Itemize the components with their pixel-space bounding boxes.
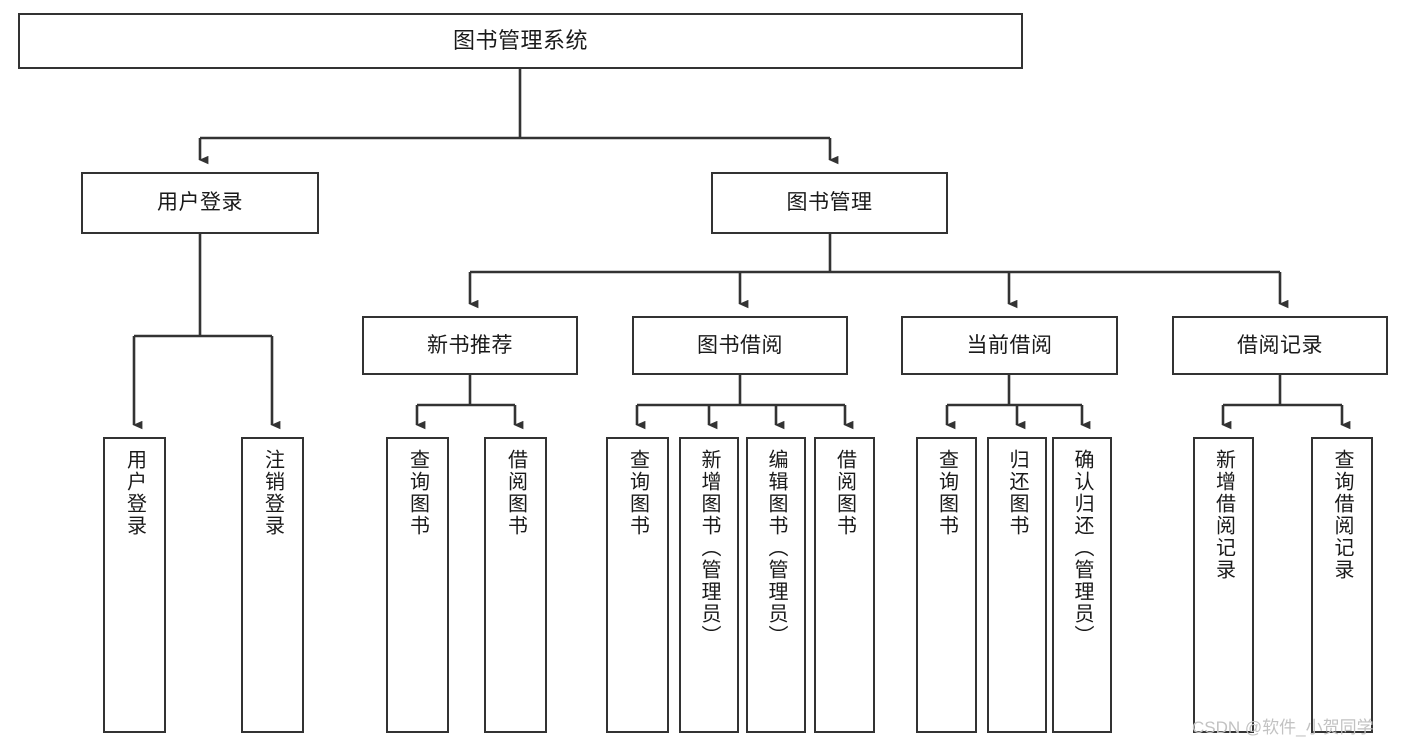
node-leaf-borrow-book-2[interactable]: 借阅图书 [814,437,875,733]
node-current-borrow[interactable]: 当前借阅 [901,316,1118,375]
node-leaf-query-book-1[interactable]: 查询图书 [386,437,449,733]
node-root-label: 图书管理系统 [452,27,588,53]
node-leaf-logout-label: 注销登录 [261,449,284,537]
node-leaf-confirm-return-label: 确认归还（管理员） [1071,449,1093,647]
node-book-borrow-label: 图书借阅 [697,333,783,357]
node-new-book-recommend-label: 新书推荐 [427,333,513,357]
node-leaf-query-book-3-label: 查询图书 [935,449,958,537]
node-book-manage-label: 图书管理 [786,191,873,215]
node-leaf-logout[interactable]: 注销登录 [241,437,304,733]
node-leaf-user-login[interactable]: 用户登录 [103,437,166,733]
node-book-manage[interactable]: 图书管理 [711,172,948,234]
node-leaf-borrow-book-1[interactable]: 借阅图书 [484,437,547,733]
watermark-text: CSDN @软件_小贺同学 [1192,718,1374,737]
node-leaf-add-book-label: 新增图书（管理员） [698,449,720,647]
node-leaf-borrow-book-2-label: 借阅图书 [833,449,856,537]
node-leaf-add-record-label: 新增借阅记录 [1212,449,1235,581]
node-current-borrow-label: 当前借阅 [966,333,1053,357]
node-leaf-add-record[interactable]: 新增借阅记录 [1193,437,1254,733]
node-leaf-borrow-book-1-label: 借阅图书 [504,449,527,537]
node-borrow-record-label: 借阅记录 [1237,333,1323,357]
node-leaf-query-book-2[interactable]: 查询图书 [606,437,669,733]
node-leaf-query-record-label: 查询借阅记录 [1331,449,1353,581]
node-new-book-recommend[interactable]: 新书推荐 [362,316,578,375]
node-book-borrow[interactable]: 图书借阅 [632,316,848,375]
node-leaf-edit-book[interactable]: 编辑图书（管理员） [746,437,806,733]
node-leaf-return-book[interactable]: 归还图书 [987,437,1047,733]
node-leaf-edit-book-label: 编辑图书（管理员） [765,449,787,647]
node-user-login[interactable]: 用户登录 [81,172,319,234]
node-leaf-add-book[interactable]: 新增图书（管理员） [679,437,739,733]
node-root[interactable]: 图书管理系统 [18,13,1023,69]
node-leaf-user-login-label: 用户登录 [123,449,146,537]
node-leaf-return-book-label: 归还图书 [1006,449,1028,537]
node-leaf-query-record[interactable]: 查询借阅记录 [1311,437,1373,733]
node-borrow-record[interactable]: 借阅记录 [1172,316,1388,375]
node-leaf-query-book-1-label: 查询图书 [406,449,429,537]
node-user-login-label: 用户登录 [157,191,243,215]
node-leaf-confirm-return[interactable]: 确认归还（管理员） [1052,437,1112,733]
node-leaf-query-book-3[interactable]: 查询图书 [916,437,977,733]
node-leaf-query-book-2-label: 查询图书 [626,449,649,537]
